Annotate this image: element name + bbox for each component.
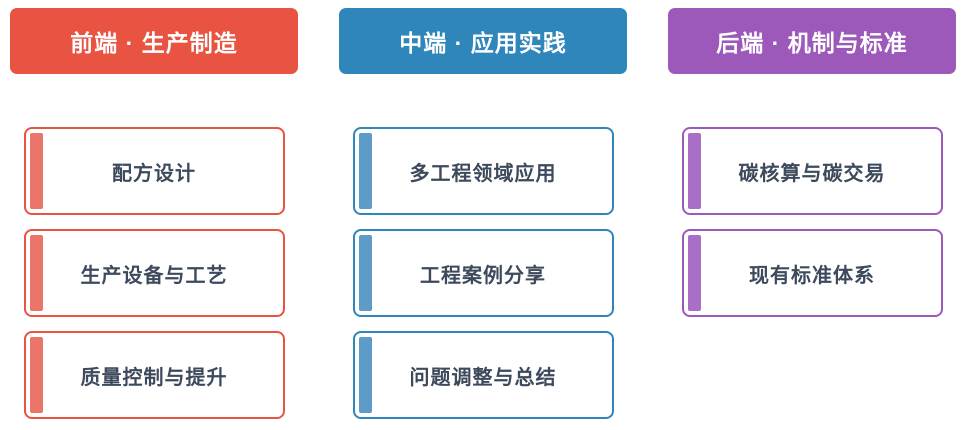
item-card: 多工程领域应用 (352, 127, 614, 215)
item-card: 配方设计 (23, 127, 285, 215)
item-label: 碳核算与碳交易 (738, 162, 886, 185)
item-card: 问题调整与总结 (352, 331, 614, 419)
item-label: 配方设计 (112, 162, 196, 185)
column-middle-end: 中端 · 应用实践 多工程领域应用 工程案例分享 问题调整与总结 (339, 8, 627, 430)
accent-bar (358, 133, 372, 209)
item-label: 工程案例分享 (420, 264, 546, 287)
item-card: 工程案例分享 (352, 229, 614, 317)
accent-bar (29, 133, 43, 209)
item-label: 多工程领域应用 (409, 162, 557, 185)
column-front-end: 前端 · 生产制造 配方设计 生产设备与工艺 质量控制与提升 (10, 8, 298, 430)
item-card: 质量控制与提升 (23, 331, 285, 419)
item-list-back-end: 碳核算与碳交易 现有标准体系 (668, 127, 956, 331)
item-card: 碳核算与碳交易 (681, 127, 943, 215)
accent-bar (29, 235, 43, 311)
header-middle-end: 中端 · 应用实践 (339, 8, 627, 74)
accent-bar (29, 337, 43, 413)
accent-bar (687, 235, 701, 311)
item-list-front-end: 配方设计 生产设备与工艺 质量控制与提升 (10, 127, 298, 430)
item-list-middle-end: 多工程领域应用 工程案例分享 问题调整与总结 (339, 127, 627, 430)
item-label: 问题调整与总结 (409, 366, 557, 389)
header-front-end: 前端 · 生产制造 (10, 8, 298, 74)
accent-bar (687, 133, 701, 209)
accent-bar (358, 235, 372, 311)
header-back-end: 后端 · 机制与标准 (668, 8, 956, 74)
item-label: 质量控制与提升 (80, 366, 228, 389)
item-label: 现有标准体系 (749, 264, 875, 287)
item-card: 现有标准体系 (681, 229, 943, 317)
item-card: 生产设备与工艺 (23, 229, 285, 317)
accent-bar (358, 337, 372, 413)
item-label: 生产设备与工艺 (80, 264, 228, 287)
column-back-end: 后端 · 机制与标准 碳核算与碳交易 现有标准体系 (668, 8, 956, 430)
